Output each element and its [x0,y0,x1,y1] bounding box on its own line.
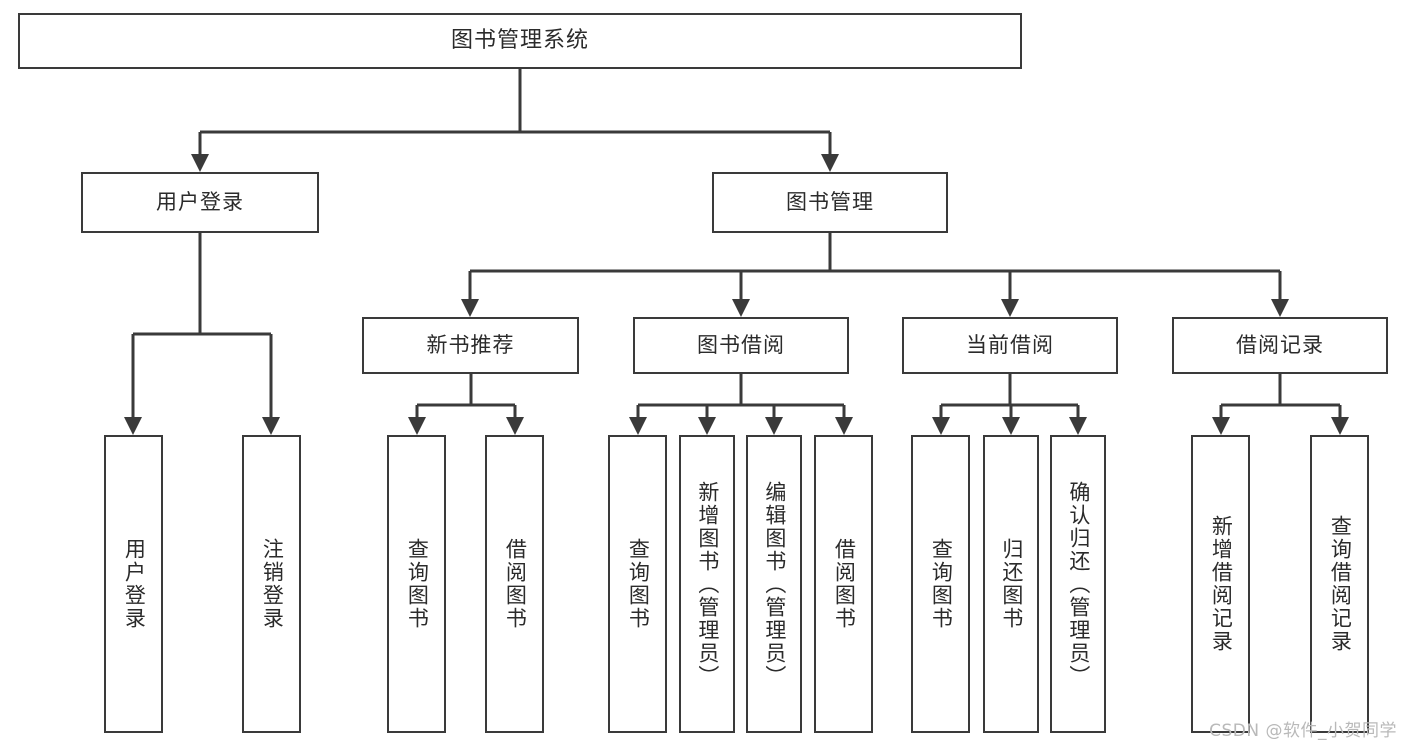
connector-to-user-login-head [191,154,209,172]
node-leaf-user-logout[interactable]: 注销登录 [242,435,301,733]
node-leaf-cur-return-label: 归还图书 [999,538,1024,630]
node-leaf-borrow-add-label: 新增图书（管理员） [695,480,720,688]
node-leaf-borrow-edit-label: 编辑图书（管理员） [762,480,787,688]
node-leaf-borrow-query-label: 查询图书 [626,538,651,630]
node-leaf-cur-confirm-label: 确认归还（管理员） [1066,480,1091,688]
connector-to-leaf-rec-borrow-head [506,417,524,435]
node-leaf-borrow-lend-label: 借阅图书 [832,538,857,630]
node-leaf-cur-query-label: 查询图书 [929,538,954,630]
node-user-login-label: 用户登录 [156,189,244,214]
connector-to-leaf-borrow-add-head [698,417,716,435]
node-book-borrow-label: 图书借阅 [697,332,785,357]
node-leaf-borrow-query[interactable]: 查询图书 [608,435,667,733]
node-current-borrow-label: 当前借阅 [966,332,1054,357]
connector-to-borrow-record-head [1271,299,1289,317]
connector-to-leaf-rec-add-head [1212,417,1230,435]
connector-to-leaf-borrow-lend-head [835,417,853,435]
node-leaf-rec-query2-label: 查询借阅记录 [1328,515,1353,653]
connector-to-current-borrow-head [1001,299,1019,317]
node-borrow-record-label: 借阅记录 [1236,332,1324,357]
node-leaf-rec-borrow[interactable]: 借阅图书 [485,435,544,733]
connector-to-book-manage-head [821,154,839,172]
node-leaf-rec-query2[interactable]: 查询借阅记录 [1310,435,1369,733]
node-leaf-borrow-edit[interactable]: 编辑图书（管理员） [746,435,802,733]
node-root[interactable]: 图书管理系统 [18,13,1022,69]
node-leaf-rec-add[interactable]: 新增借阅记录 [1191,435,1250,733]
connector-to-leaf-borrow-edit-head [765,417,783,435]
node-leaf-rec-borrow-label: 借阅图书 [503,538,528,630]
node-leaf-user-login-label: 用户登录 [122,538,147,630]
node-leaf-cur-confirm[interactable]: 确认归还（管理员） [1050,435,1106,733]
node-book-borrow[interactable]: 图书借阅 [633,317,849,374]
watermark: CSDN @软件_小贺同学 [1209,721,1397,741]
node-borrow-record[interactable]: 借阅记录 [1172,317,1388,374]
node-leaf-borrow-add[interactable]: 新增图书（管理员） [679,435,735,733]
node-new-book-rec[interactable]: 新书推荐 [362,317,579,374]
node-leaf-cur-return[interactable]: 归还图书 [983,435,1039,733]
node-book-manage[interactable]: 图书管理 [712,172,948,233]
connector-to-new-book-rec-head [461,299,479,317]
node-leaf-borrow-lend[interactable]: 借阅图书 [814,435,873,733]
node-leaf-user-logout-label: 注销登录 [260,538,285,630]
node-new-book-rec-label: 新书推荐 [426,332,515,357]
connector-to-leaf-cur-return-head [1002,417,1020,435]
node-leaf-user-login[interactable]: 用户登录 [104,435,163,733]
connector-to-book-borrow-head [732,299,750,317]
connector-to-leaf-user-logout-head [262,417,280,435]
connector-to-leaf-cur-confirm-head [1069,417,1087,435]
node-root-label: 图书管理系统 [450,27,589,53]
node-leaf-rec-query[interactable]: 查询图书 [387,435,446,733]
connector-to-leaf-user-login-head [124,417,142,435]
node-leaf-rec-query-label: 查询图书 [405,538,430,630]
connector-to-leaf-rec-query2-head [1331,417,1349,435]
node-leaf-cur-query[interactable]: 查询图书 [911,435,970,733]
node-book-manage-label: 图书管理 [786,189,874,214]
node-current-borrow[interactable]: 当前借阅 [902,317,1118,374]
connector-to-leaf-borrow-query-head [629,417,647,435]
node-user-login[interactable]: 用户登录 [81,172,319,233]
connector-to-leaf-rec-query-head [408,417,426,435]
connector-to-leaf-cur-query-head [932,417,950,435]
node-leaf-rec-add-label: 新增借阅记录 [1209,515,1234,653]
